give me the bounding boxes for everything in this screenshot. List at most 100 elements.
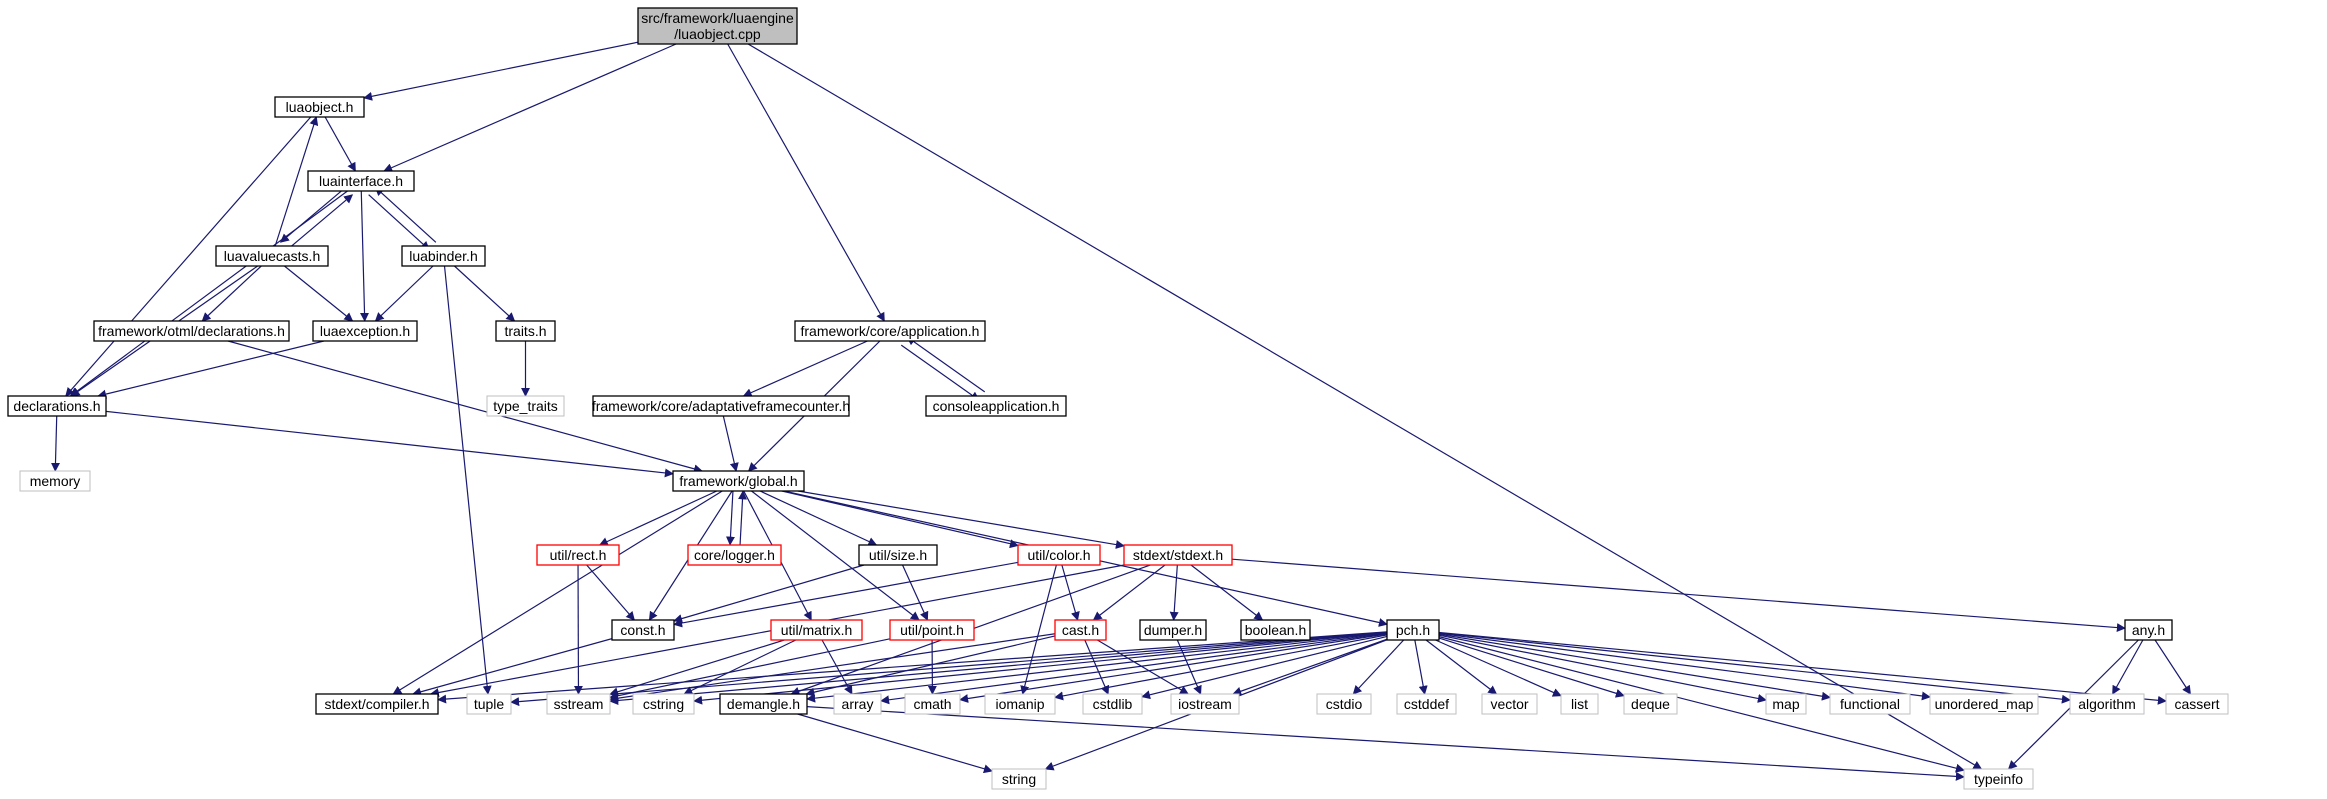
node-algorithm: algorithm — [2069, 693, 2145, 715]
node-cmath: cmath — [904, 693, 961, 715]
node-label: framework/core/application.h — [801, 323, 980, 339]
node-typeinfo: typeinfo — [1963, 768, 2034, 790]
node-cstdlib: cstdlib — [1082, 693, 1143, 715]
node-box — [1560, 693, 1599, 715]
node-demangle-h[interactable]: demangle.h — [719, 693, 808, 715]
edge-pch_h-to-cstdio — [1352, 639, 1405, 695]
node-label: array — [842, 696, 874, 712]
node-color-h[interactable]: util/color.h — [1017, 544, 1101, 566]
edge-pch_h-to-compiler_h — [437, 631, 1388, 704]
node-boolean-h[interactable]: boolean.h — [1240, 619, 1311, 641]
node-label: sstream — [554, 696, 604, 712]
node-pch-h[interactable]: pch.h — [1386, 619, 1440, 641]
node-point-h[interactable]: util/point.h — [889, 619, 975, 641]
node-label: traits.h — [504, 323, 546, 339]
node-label: iostream — [1178, 696, 1232, 712]
node-label: util/color.h — [1027, 547, 1090, 563]
node-root[interactable]: src/framework/luaengine/luaobject.cpp — [637, 7, 798, 45]
node-cassert: cassert — [2165, 693, 2229, 715]
node-application-h[interactable]: framework/core/application.h — [794, 320, 986, 342]
node-luaobject-h[interactable]: luaobject.h — [274, 96, 365, 118]
node-vector: vector — [1481, 693, 1538, 715]
node-luabinder-h[interactable]: luabinder.h — [401, 245, 486, 267]
node-rect-h[interactable]: util/rect.h — [536, 544, 620, 566]
node-otml-declarations-h[interactable]: framework/otml/declarations.h — [93, 320, 290, 342]
node-array: array — [833, 693, 882, 715]
edge-pch_h-to-unordered_map — [1438, 632, 1931, 701]
node-box — [1054, 619, 1107, 641]
node-stdext-h[interactable]: stdext/stdext.h — [1123, 544, 1233, 566]
node-dumper-h[interactable]: dumper.h — [1139, 619, 1207, 641]
edge-pch_h-to-deque — [1438, 637, 1625, 698]
edge-cast_h-to-cstdlib — [1084, 639, 1110, 695]
edge-pch_h-to-cstring — [693, 631, 1388, 705]
node-box — [1082, 693, 1143, 715]
node-box — [672, 470, 805, 492]
node-logger-h[interactable]: core/logger.h — [687, 544, 782, 566]
node-size-h[interactable]: util/size.h — [858, 544, 938, 566]
node-box — [592, 395, 850, 417]
edge-luaobject_h-to-luainterface_h — [324, 116, 356, 172]
node-label: util/matrix.h — [781, 622, 853, 638]
node-label: luaobject.h — [286, 99, 354, 115]
edge-luainterface_h-to-declarations_h — [69, 190, 348, 397]
node-declarations-h[interactable]: declarations.h — [7, 395, 107, 417]
node-label: string — [1002, 771, 1036, 787]
edge-pch_h-to-cassert — [1438, 631, 2167, 705]
edge-consoleapplication_h-to-application_h — [906, 336, 986, 393]
edge-luainterface_h-to-luaexception_h — [360, 190, 370, 322]
node-label: memory — [30, 473, 81, 489]
node-deque: deque — [1623, 693, 1678, 715]
node-compiler-h[interactable]: stdext/compiler.h — [315, 693, 439, 715]
node-any-h[interactable]: any.h — [2124, 619, 2173, 641]
node-iostream: iostream — [1170, 693, 1240, 715]
edge-root-to-typeinfo — [747, 43, 1983, 770]
node-label: luainterface.h — [319, 173, 403, 189]
node-box — [536, 544, 620, 566]
edge-stdext_h-to-dumper_h — [1169, 564, 1179, 621]
edge-pch_h-to-cmath — [959, 633, 1388, 703]
node-label: cstdlib — [1093, 696, 1133, 712]
edge-global_h-to-logger_h — [725, 490, 735, 546]
node-box — [991, 768, 1047, 790]
edge-pch_h-to-algorithm — [1438, 632, 2071, 704]
node-box — [93, 320, 290, 342]
node-luaexception-h[interactable]: luaexception.h — [312, 320, 418, 342]
edge-global_h-to-rect_h — [598, 490, 718, 546]
node-label: unordered_map — [1935, 696, 2034, 712]
edge-application_h-to-consoleapplication_h — [900, 344, 980, 401]
edge-pch_h-to-sstream — [609, 631, 1388, 705]
node-luainterface-h[interactable]: luainterface.h — [307, 170, 415, 192]
edge-any_h-to-cassert — [2154, 639, 2191, 695]
node-label: pch.h — [1396, 622, 1430, 638]
node-const-h[interactable]: const.h — [611, 619, 675, 641]
node-label: cstddef — [1404, 696, 1449, 712]
node-matrix-h[interactable]: util/matrix.h — [770, 619, 863, 641]
edge-pch_h-to-cstddef — [1414, 639, 1428, 695]
node-box — [794, 320, 986, 342]
node-adaptativeframecounter-h[interactable]: framework/core/adaptativeframecounter.h — [592, 395, 850, 417]
node-luavaluecasts-h[interactable]: luavaluecasts.h — [215, 245, 329, 267]
node-label: cstring — [643, 696, 684, 712]
node-box — [546, 693, 611, 715]
node-label: vector — [1490, 696, 1528, 712]
edge-size_h-to-const_h — [673, 564, 865, 623]
edge-declarations_h-to-global_h — [105, 410, 674, 478]
node-box — [486, 395, 565, 417]
node-consoleapplication-h[interactable]: consoleapplication.h — [925, 395, 1067, 417]
node-cstring: cstring — [632, 693, 695, 715]
node-box — [1623, 693, 1678, 715]
edge-global_h-to-stdext_h — [797, 490, 1125, 550]
node-traits-h[interactable]: traits.h — [495, 320, 556, 342]
node-label: cmath — [913, 696, 951, 712]
node-box — [466, 693, 512, 715]
node-label: stdext/stdext.h — [1133, 547, 1223, 563]
node-box — [1240, 619, 1311, 641]
edge-color_h-to-cast_h — [1061, 564, 1080, 621]
node-global-h[interactable]: framework/global.h — [672, 470, 805, 492]
node-label: luabinder.h — [409, 248, 478, 264]
node-cast-h[interactable]: cast.h — [1054, 619, 1107, 641]
node-functional: functional — [1829, 693, 1911, 715]
node-unordered-map: unordered_map — [1929, 693, 2039, 715]
nodes-layer: src/framework/luaengine/luaobject.cpp lua… — [7, 7, 2229, 790]
